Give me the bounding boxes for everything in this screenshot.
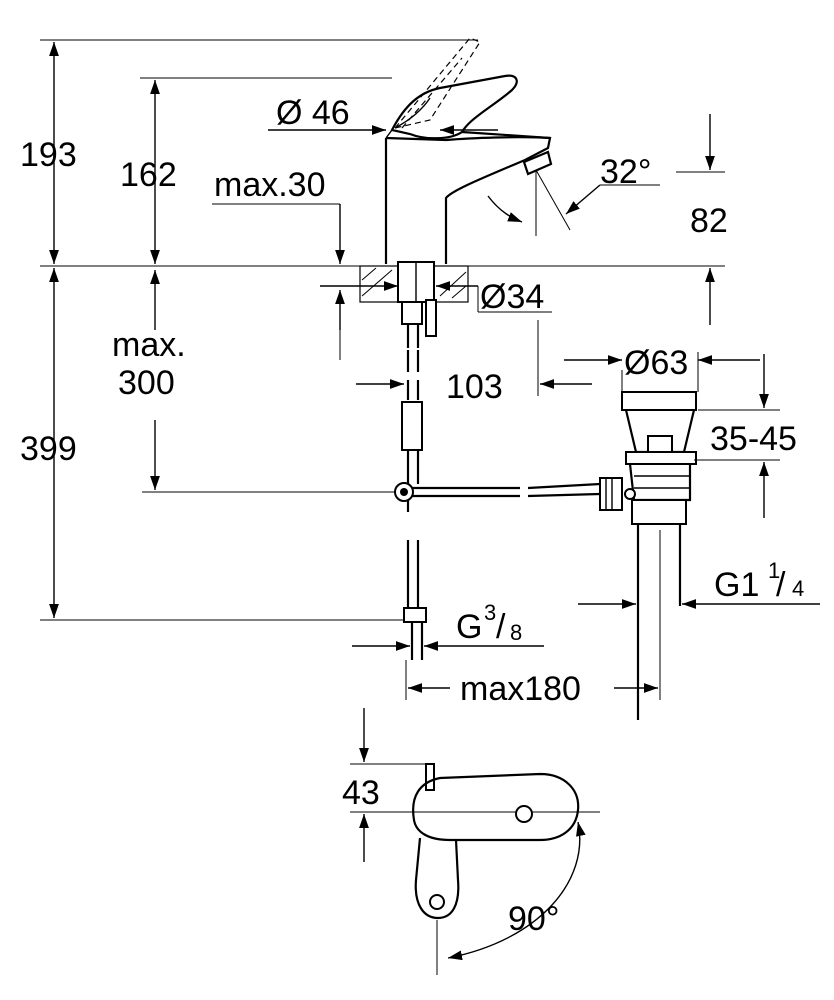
label-g1: G1 bbox=[714, 566, 759, 604]
dimension-g1-1-4: G1 1 / 4 bbox=[578, 558, 820, 609]
dimension-dia63: Ø63 bbox=[564, 344, 760, 392]
dimension-angle-32: 32° bbox=[487, 153, 660, 236]
label-82: 82 bbox=[690, 202, 728, 240]
label-g1-num: 1 bbox=[768, 558, 780, 583]
svg-text:/: / bbox=[776, 566, 786, 604]
faucet-side-view: Ø 46 bbox=[268, 37, 553, 264]
faucet-top-view: 43 90° bbox=[342, 708, 600, 975]
svg-text:/: / bbox=[496, 608, 506, 646]
countertop-mount bbox=[359, 261, 469, 348]
label-angle90: 90° bbox=[508, 900, 559, 938]
label-angle32: 32° bbox=[600, 153, 651, 191]
label-399: 399 bbox=[20, 430, 77, 468]
label-max180: max180 bbox=[460, 670, 581, 708]
dimension-35-45: 35-45 bbox=[694, 354, 797, 518]
label-max30: max.30 bbox=[214, 166, 326, 204]
label-g38-num: 3 bbox=[484, 600, 496, 625]
label-g38: G bbox=[456, 608, 482, 646]
label-43: 43 bbox=[342, 774, 380, 812]
dimension-max30: max.30 bbox=[212, 166, 345, 360]
label-g38-den: 8 bbox=[510, 620, 522, 645]
dimension-162: 162 bbox=[120, 77, 392, 264]
label-dia46: Ø 46 bbox=[276, 94, 350, 132]
drain-assembly bbox=[599, 391, 697, 720]
dimension-g-3-8: G 3 / 8 bbox=[352, 600, 544, 651]
label-162: 162 bbox=[120, 156, 177, 194]
dimension-max180: max180 bbox=[405, 660, 658, 708]
label-35-45: 35-45 bbox=[710, 420, 797, 458]
label-max300-line1: max. bbox=[112, 326, 186, 364]
pull-rod bbox=[394, 350, 601, 660]
label-g1-den: 4 bbox=[792, 576, 804, 601]
label-dia34: Ø34 bbox=[480, 278, 544, 316]
label-max300-line2: 300 bbox=[118, 364, 175, 402]
label-dia63: Ø63 bbox=[624, 344, 688, 382]
dimension-399: 399 bbox=[20, 268, 404, 621]
dimension-103: 103 bbox=[356, 320, 592, 406]
dimension-193: 193 bbox=[20, 39, 478, 264]
label-103: 103 bbox=[446, 368, 503, 406]
dimension-82: 82 bbox=[676, 114, 728, 325]
dimension-max300: max. 300 bbox=[112, 270, 400, 493]
label-193: 193 bbox=[20, 136, 77, 174]
dimension-dia34: Ø34 bbox=[320, 278, 552, 316]
